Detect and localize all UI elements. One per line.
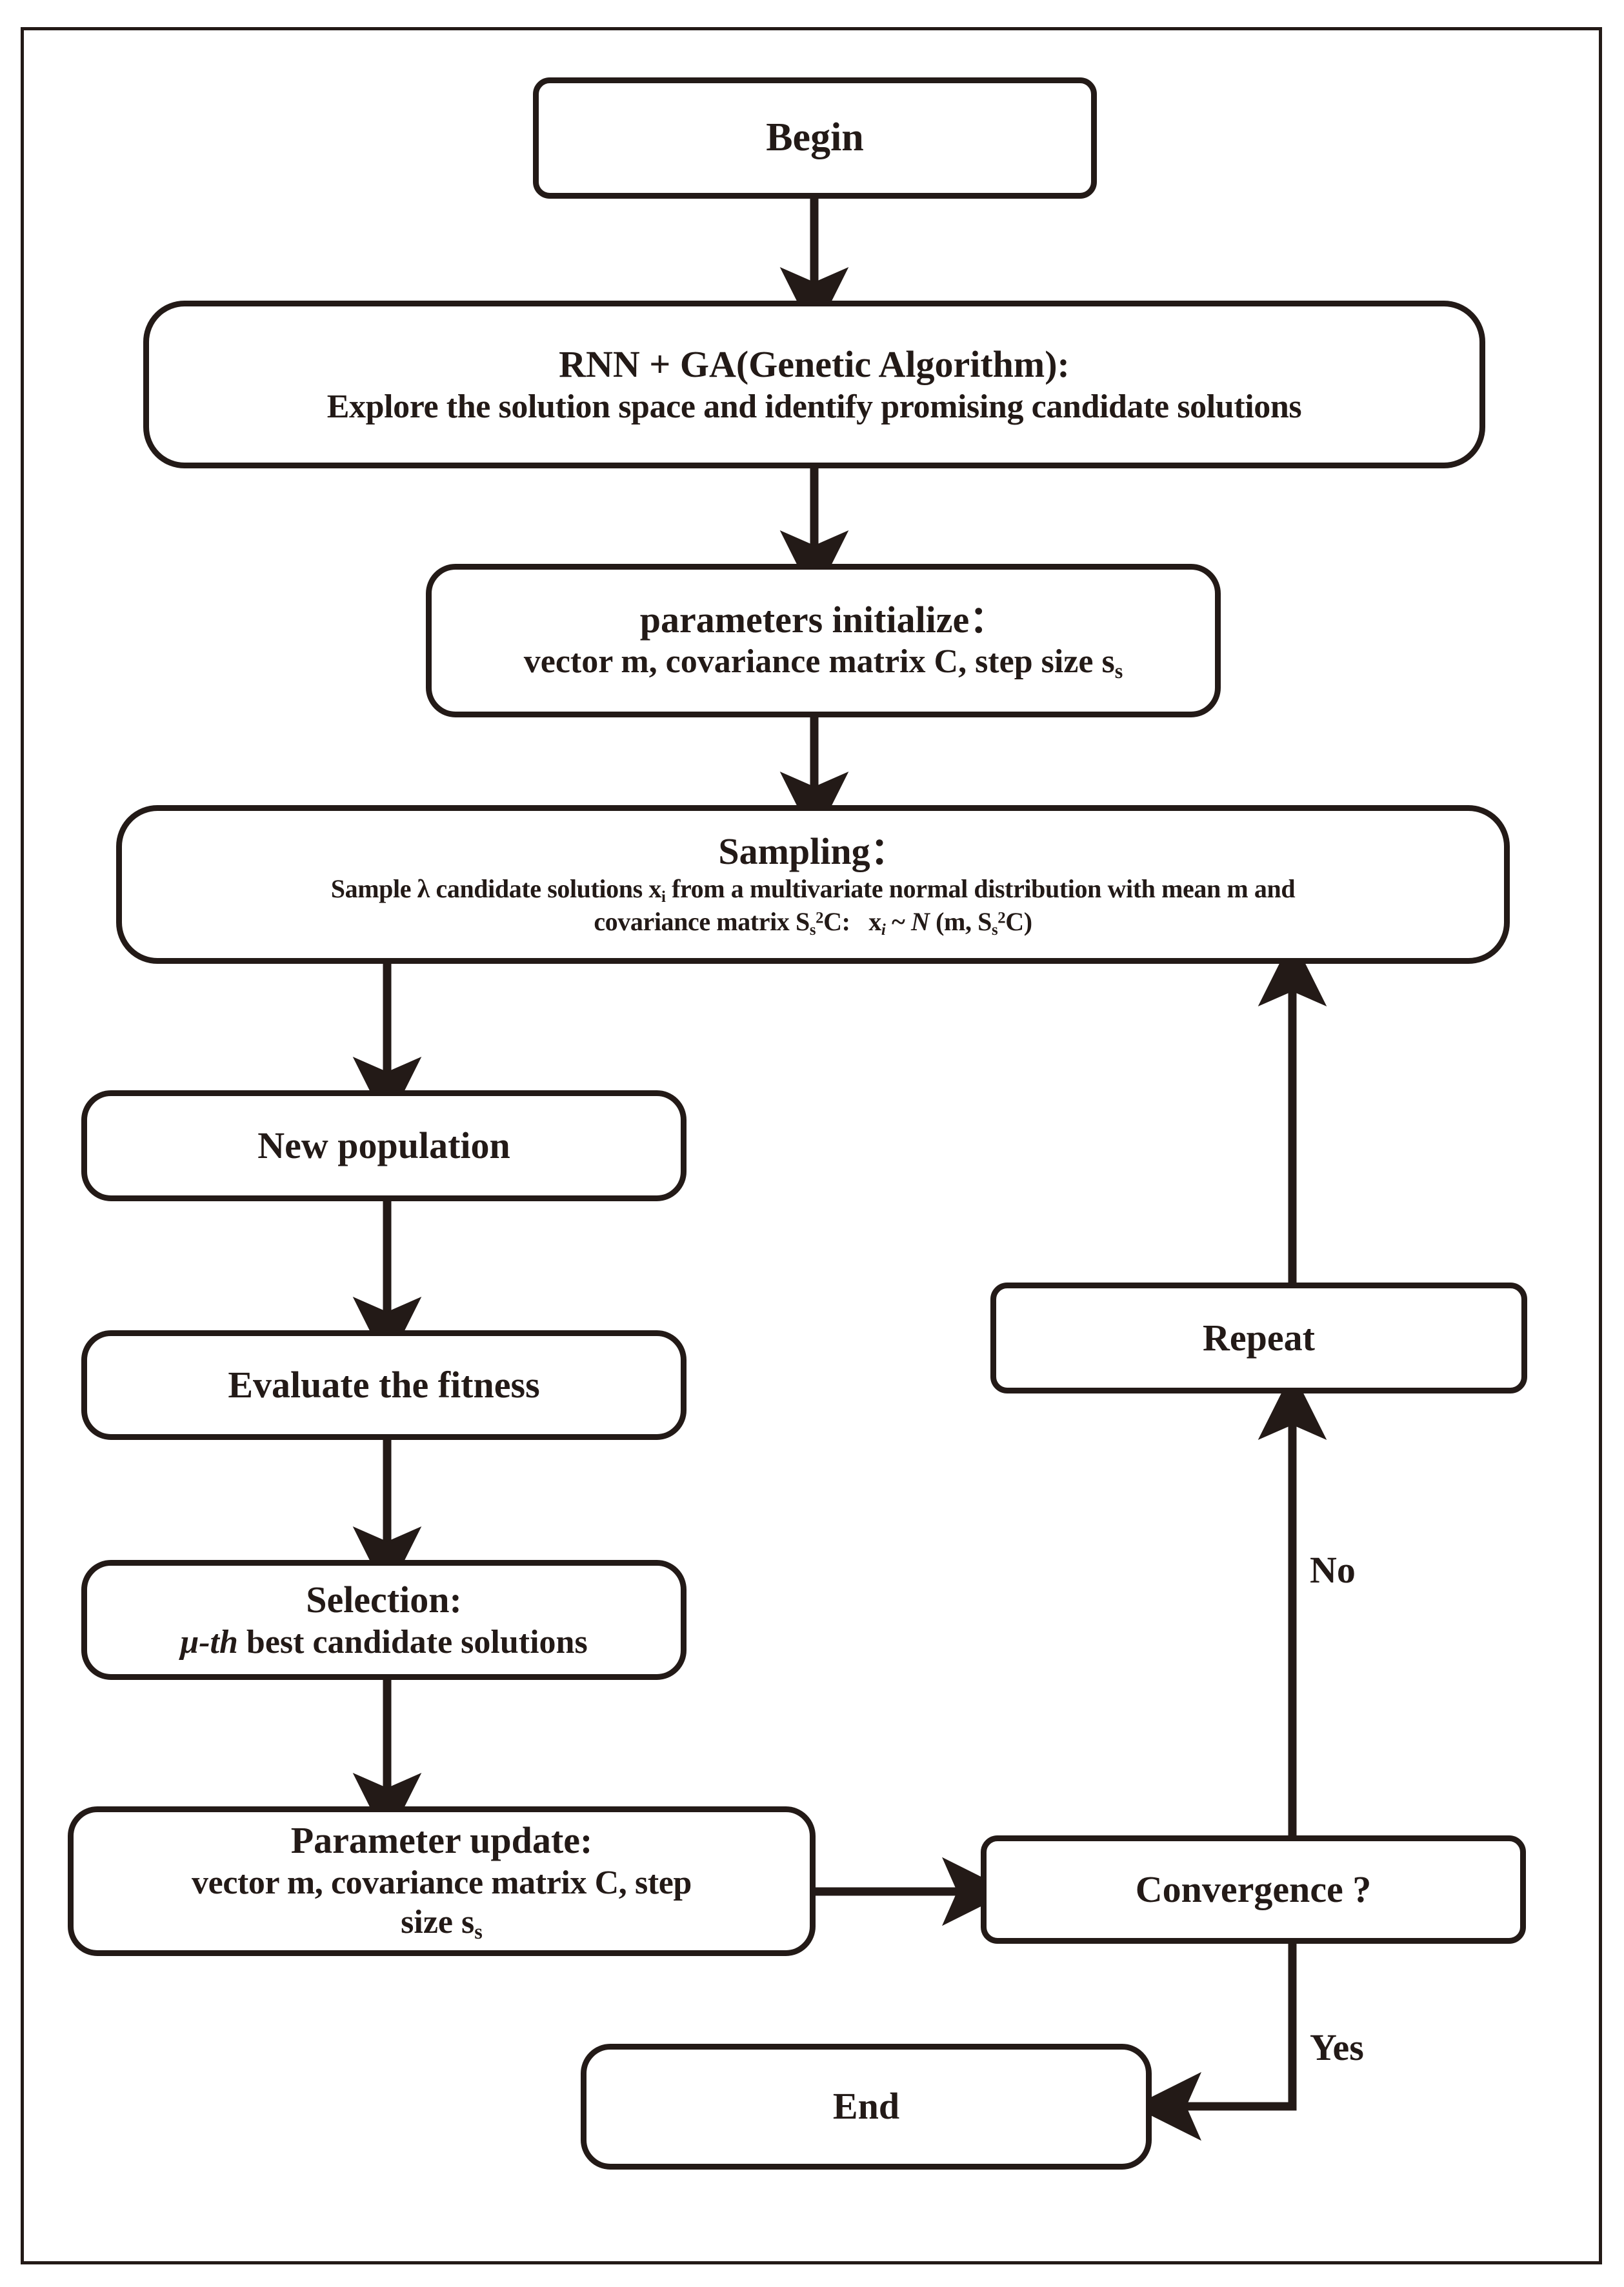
subscript-s: s xyxy=(1114,659,1123,683)
node-new-population[interactable]: New population xyxy=(81,1090,687,1201)
node-convergence-label: Convergence ? xyxy=(1135,1868,1372,1910)
node-parameter-update-line3: size ss xyxy=(401,1903,483,1943)
node-end-label: End xyxy=(832,2085,900,2128)
node-end[interactable]: End xyxy=(581,2044,1152,2170)
node-repeat-label: Repeat xyxy=(1203,1316,1315,1359)
node-rnn-ga-line2: Explore the solution space and identify … xyxy=(326,388,1302,425)
node-sampling-line3: covariance matrix Ss2C: xi ~ N (m, Ss2C) xyxy=(594,907,1032,939)
node-rnn-ga-line1: RNN + GA(Genetic Algorithm): xyxy=(559,343,1070,386)
node-repeat[interactable]: Repeat xyxy=(990,1283,1527,1393)
node-begin[interactable]: Begin xyxy=(533,77,1097,199)
node-convergence[interactable]: Convergence ? xyxy=(981,1835,1526,1944)
node-parameters-initialize-line2: vector m, covariance matrix C, step size… xyxy=(523,643,1123,683)
node-selection-line2: μ-th best candidate solutions xyxy=(180,1623,588,1661)
node-parameter-update-line1: Parameter update: xyxy=(290,1819,593,1862)
node-sampling-line2: Sample λ candidate solutions xi from a m… xyxy=(330,874,1296,906)
diagram-outer-frame xyxy=(21,27,1602,2264)
node-evaluate-fitness[interactable]: Evaluate the fitness xyxy=(81,1330,687,1440)
node-parameter-update[interactable]: Parameter update: vector m, covariance m… xyxy=(68,1806,816,1956)
node-parameter-update-line2: vector m, covariance matrix C, step xyxy=(192,1864,692,1901)
node-new-population-label: New population xyxy=(257,1124,510,1166)
edge-label-no: No xyxy=(1310,1549,1356,1591)
node-selection[interactable]: Selection: μ-th best candidate solutions xyxy=(81,1560,687,1680)
edge-label-yes: Yes xyxy=(1310,2026,1364,2068)
node-selection-line1: Selection: xyxy=(306,1579,462,1621)
node-sampling-line1: Sampling： xyxy=(718,830,908,872)
node-parameters-initialize-line1: parameters initialize： xyxy=(639,598,1007,641)
node-sampling[interactable]: Sampling： Sample λ candidate solutions x… xyxy=(116,805,1510,964)
node-evaluate-fitness-label: Evaluate the fitness xyxy=(228,1363,540,1406)
node-rnn-ga[interactable]: RNN + GA(Genetic Algorithm): Explore the… xyxy=(143,301,1485,468)
subscript-i: i xyxy=(661,888,666,906)
node-parameters-initialize[interactable]: parameters initialize： vector m, covaria… xyxy=(426,564,1221,717)
node-begin-label: Begin xyxy=(766,115,864,160)
mu-th-italic: μ-th xyxy=(180,1623,238,1661)
